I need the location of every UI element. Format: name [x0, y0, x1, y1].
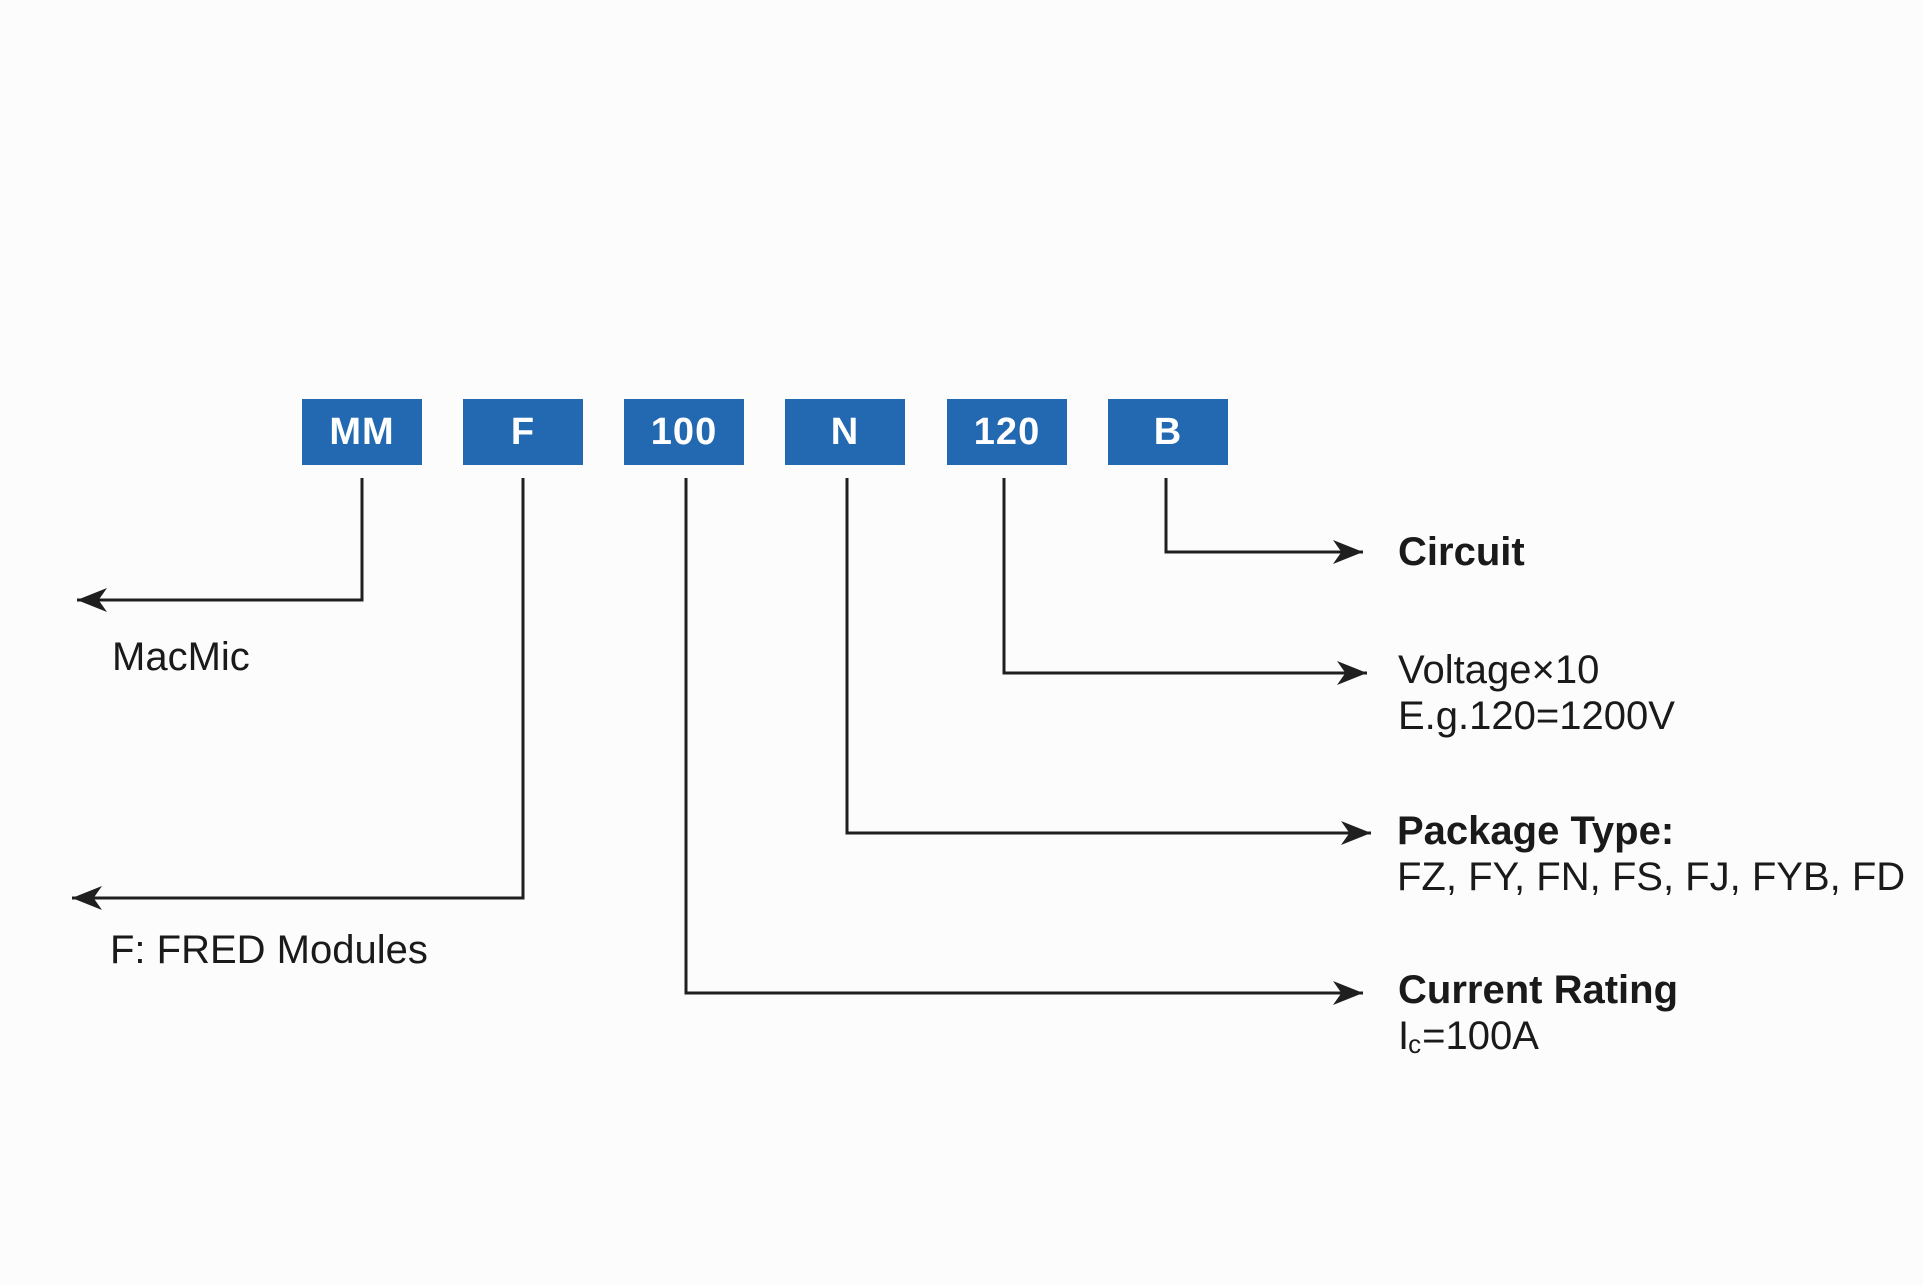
macmic-text: MacMic: [112, 635, 250, 679]
part-code-box-120: 120: [947, 399, 1067, 465]
circuit-title: Circuit: [1398, 530, 1525, 574]
part-code-box-n: N: [785, 399, 905, 465]
circuit-label: Circuit: [1398, 529, 1525, 575]
current-rating-value-line: Ic=100A: [1398, 1013, 1678, 1063]
voltage-title: Voltage×10: [1398, 648, 1600, 692]
fred-modules-label: F: FRED Modules: [110, 927, 428, 973]
part-code-box-b: B: [1108, 399, 1228, 465]
current-rating-label: Current Rating Ic=100A: [1398, 967, 1678, 1063]
current-value: =100A: [1422, 1014, 1539, 1058]
voltage-example: E.g.120=1200V: [1398, 694, 1675, 738]
part-code-box-f: F: [463, 399, 583, 465]
part-code-box-mm: MM: [302, 399, 422, 465]
voltage-label: Voltage×10 E.g.120=1200V: [1398, 647, 1675, 739]
macmic-label: MacMic: [112, 634, 250, 680]
connector-mm-to-macmic: [77, 478, 364, 612]
connector-n-to-package-type: [845, 478, 1371, 845]
current-symbol: I: [1398, 1014, 1410, 1058]
current-symbol-subscript: c: [1408, 1029, 1422, 1059]
fred-modules-text: F: FRED Modules: [110, 928, 428, 972]
package-type-label: Package Type: FZ, FY, FN, FS, FJ, FYB, F…: [1397, 808, 1905, 900]
part-code-box-100: 100: [624, 399, 744, 465]
package-type-options: FZ, FY, FN, FS, FJ, FYB, FD: [1397, 855, 1906, 899]
connector-f-to-fred-modules: [72, 478, 525, 910]
connector-120-to-voltage: [1002, 478, 1367, 685]
current-rating-title: Current Rating: [1398, 968, 1678, 1012]
connector-b-to-circuit: [1164, 478, 1363, 564]
package-type-title: Package Type:: [1397, 809, 1675, 853]
connector-100-to-current-rating: [684, 478, 1363, 1005]
